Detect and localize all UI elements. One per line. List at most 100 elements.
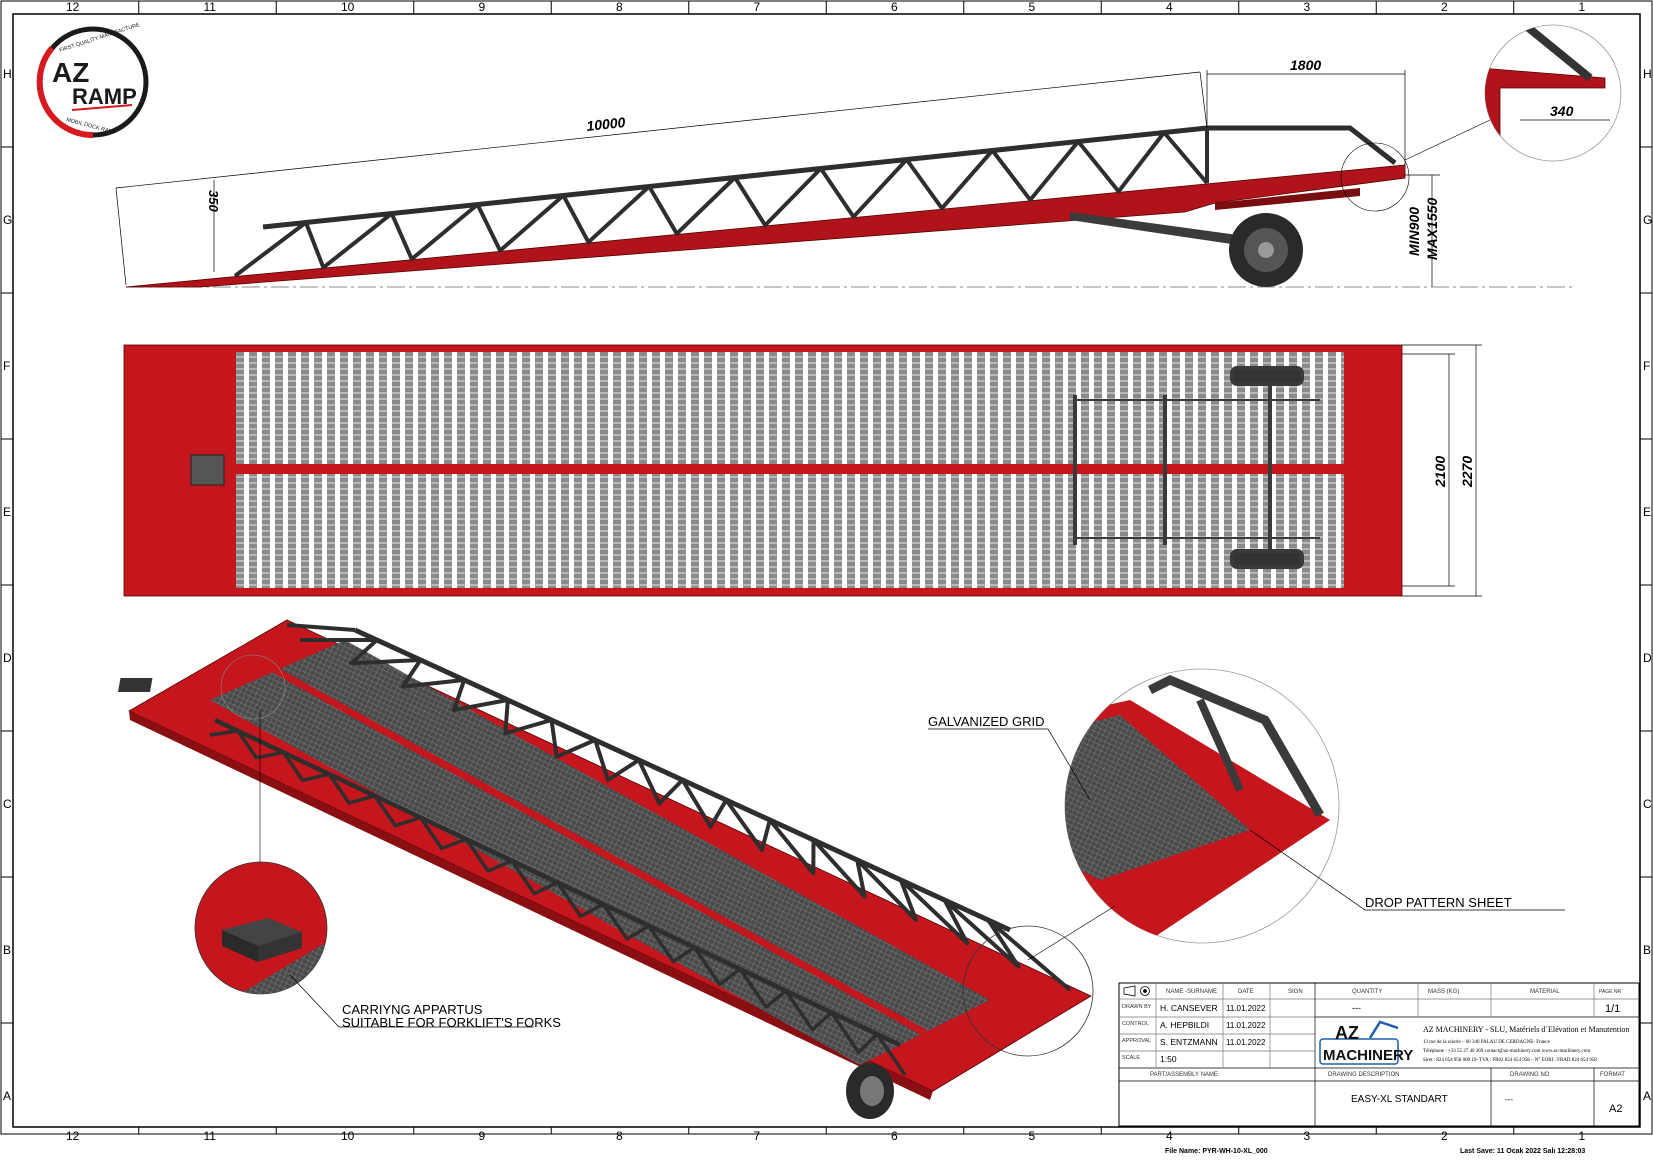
zone-column-label: 4 xyxy=(1166,1129,1173,1143)
zone-column-label: 5 xyxy=(1029,1129,1036,1143)
dim-outer-width: 2270 xyxy=(1459,456,1475,488)
title-row-name: A. HEPBILDI xyxy=(1160,1020,1209,1030)
company-name: AZ MACHINERY - SLU, Matériels d´Elévatio… xyxy=(1423,1025,1629,1034)
zone-column-label: 6 xyxy=(891,1129,898,1143)
last-save: Last Save: 11 Ocak 2022 Salı 12:28:03 xyxy=(1460,1148,1585,1155)
zone-column-label: 2 xyxy=(1441,1129,1448,1143)
callout-drop-pattern-sheet: DROP PATTERN SHEET xyxy=(1365,895,1512,910)
zone-column-label: 8 xyxy=(616,0,623,14)
zone-row-label: G xyxy=(1643,213,1652,227)
side-wheel xyxy=(1229,213,1303,287)
title-row-role: DRAWN BY xyxy=(1122,1004,1152,1010)
zone-column-label: 11 xyxy=(204,0,217,14)
zone-column-label: 4 xyxy=(1166,0,1173,14)
zone-column-label: 3 xyxy=(1304,0,1311,14)
zone-column-label: 3 xyxy=(1304,1129,1311,1143)
svg-text:AZ: AZ xyxy=(1335,1023,1359,1043)
drawing-no-value: --- xyxy=(1505,1095,1513,1104)
dim-inner-width: 2100 xyxy=(1432,456,1448,488)
svg-text:MACHINERY: MACHINERY xyxy=(1323,1047,1413,1064)
zone-row-label: D xyxy=(1643,651,1652,665)
dim-max: MAX1550 xyxy=(1424,198,1440,260)
title-row-date: 11.01.2022 xyxy=(1226,1038,1266,1047)
dim-min: MIN900 xyxy=(1406,207,1422,256)
grid-detail xyxy=(1027,668,1340,961)
logo-az: AZ xyxy=(52,57,89,88)
format-value: A2 xyxy=(1609,1103,1622,1115)
hdr-quantity: QUANTITY xyxy=(1352,989,1382,995)
quantity-value: --- xyxy=(1352,1003,1361,1013)
title-row-date: 11.01.2022 xyxy=(1226,1004,1266,1013)
title-block: NAME -SURNAME DATE SIGN QUANTITY MASS (K… xyxy=(1118,982,1640,1127)
callout-carry-line1: CARRIYNG APPARTUS xyxy=(342,1002,483,1017)
zone-column-label: 6 xyxy=(891,0,898,14)
title-row-name: 1:50 xyxy=(1160,1054,1177,1064)
iso-view: GALVANIZED GRID DROP PATTERN SHEET CARRI… xyxy=(117,619,1565,1119)
page-value: 1/1 xyxy=(1605,1003,1620,1015)
hdr-sign: SIGN xyxy=(1288,989,1303,995)
zone-column-label: 11 xyxy=(204,1129,217,1143)
zone-row-label: H xyxy=(1643,67,1652,81)
hdr-mass: MASS (KG) xyxy=(1428,989,1459,995)
zone-row-label: C xyxy=(3,797,12,811)
side-view: 10000 1800 350 MIN900 MAX1550 340 xyxy=(115,24,1622,288)
zone-row-label: D xyxy=(3,651,12,665)
hdr-material: MATERIAL xyxy=(1530,989,1560,995)
hdr-date: DATE xyxy=(1238,989,1254,995)
title-row-role: SCALE xyxy=(1122,1055,1140,1061)
zone-column-label: 12 xyxy=(66,0,80,14)
zone-row-label: B xyxy=(3,943,11,957)
zone-row-label: F xyxy=(3,359,10,373)
zone-column-label: 2 xyxy=(1441,0,1448,14)
zone-column-label: 1 xyxy=(1579,1129,1586,1143)
company-contact: Téléphone : +33 55 27 40 369 contact@az-… xyxy=(1423,1049,1590,1054)
file-name: File Name: PYR-WH-10-XL_000 xyxy=(1165,1148,1268,1155)
hdr-part: PART/ASSEMBLY NAME xyxy=(1150,1072,1218,1078)
dim-lip: 350 xyxy=(206,190,221,212)
zone-row-label: H xyxy=(3,67,12,81)
iso-near-truss-top-chord xyxy=(214,717,901,1048)
zone-column-label: 10 xyxy=(341,1129,355,1143)
zone-column-label: 9 xyxy=(479,0,486,14)
zone-row-label: B xyxy=(1643,943,1651,957)
zone-column-label: 5 xyxy=(1029,0,1036,14)
hdr-format: FORMAT xyxy=(1600,1072,1625,1078)
zone-row-label: C xyxy=(1643,797,1652,811)
zone-column-label: 7 xyxy=(754,0,761,14)
callout-galvanized-grid: GALVANIZED GRID xyxy=(928,714,1045,729)
iso-wheel xyxy=(846,1063,894,1119)
hdr-page: PAGE NR xyxy=(1599,989,1622,995)
lip-detail: 340 xyxy=(1484,24,1622,162)
iso-far-truss-end xyxy=(286,623,356,632)
zone-row-label: G xyxy=(3,213,12,227)
az-ramp-logo: AZ RAMP FIRST QUALITY MANUFACTURE MOBIL … xyxy=(36,22,149,139)
side-truss-top-chord xyxy=(262,125,1208,230)
zone-row-label: E xyxy=(3,505,11,519)
title-row-role: APPROVAL xyxy=(1122,1038,1151,1044)
dim-length: 10000 xyxy=(586,114,627,134)
zone-column-label: 10 xyxy=(341,0,355,14)
iso-far-truss-top-chord xyxy=(353,627,1012,933)
zone-column-label: 12 xyxy=(66,1129,80,1143)
company-address: 13 rue de la scierie – 66 340 PALAU DE C… xyxy=(1423,1040,1551,1045)
detail-dim: 340 xyxy=(1550,103,1574,119)
hdr-name: NAME -SURNAME xyxy=(1166,989,1217,995)
zone-row-label: A xyxy=(3,1089,11,1103)
hdr-drawing-no: DRAWING NO xyxy=(1510,1072,1550,1078)
title-row-date: 11.01.2022 xyxy=(1226,1021,1266,1030)
projection-symbol-icon xyxy=(1123,985,1150,997)
zone-column-label: 8 xyxy=(616,1129,623,1143)
zone-row-label: E xyxy=(1643,505,1651,519)
title-row-name: S. ENTZMANN xyxy=(1160,1037,1218,1047)
iso-trusses xyxy=(209,623,1072,1076)
callout-carry-line2: SUITABLE FOR FORKLIFT'S FORKS xyxy=(342,1015,561,1030)
company-ids: Siret : 824 654 958 000 19- TVA : FR02 8… xyxy=(1423,1058,1597,1063)
zone-row-label: A xyxy=(1643,1089,1651,1103)
top-view-chassis xyxy=(1073,366,1320,569)
top-view: 2100 2270 xyxy=(123,344,1482,597)
az-machinery-logo: AZ MACHINERY xyxy=(1319,1020,1413,1065)
title-row-role: CONTROL xyxy=(1122,1021,1149,1027)
zone-column-label: 9 xyxy=(479,1129,486,1143)
